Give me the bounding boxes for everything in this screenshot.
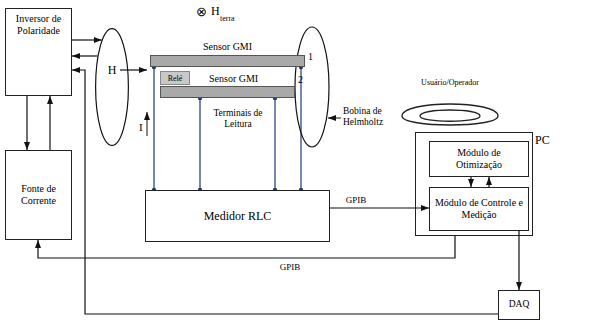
current-label: I [139, 121, 143, 134]
coil-ellipse [96, 29, 129, 146]
device-box: DAQ [498, 290, 540, 320]
field-symbol: ⊗ [196, 5, 207, 20]
node-text: DAQ [509, 299, 530, 310]
node-number: 2 [298, 74, 303, 86]
coil-label: Bobina de Helmholtz [343, 106, 407, 128]
bus-label: GPIB [345, 195, 368, 206]
pc-box: PCMódulo de OtimizaçãoMódulo de Controle… [415, 132, 533, 236]
connector-arrow [49, 96, 50, 150]
sensor-bar: Sensor GMI1 [150, 55, 305, 67]
device-box: Medidor RLC [145, 190, 330, 242]
node-text: Relé [168, 74, 183, 83]
connector-arrow [26, 96, 27, 150]
node-text: PC [535, 133, 550, 148]
node-text: Inversor de Polaridade [9, 13, 68, 37]
node-text: Módulo de Otimização [433, 147, 525, 171]
relay-box: Relé [160, 71, 190, 85]
node-text: Fonte de Corrente [9, 183, 68, 207]
leader-arrow [328, 118, 341, 119]
field-name: H [211, 5, 220, 19]
reading-wire [154, 67, 301, 190]
module-box: Módulo de Controle e Medição [429, 187, 529, 231]
bus-label: GPIB [279, 262, 302, 273]
helmholtz-coil [295, 27, 329, 147]
device-box: Inversor de Polaridade [5, 8, 72, 96]
reading-wire [200, 98, 275, 190]
device-box: Fonte de Corrente [5, 150, 72, 240]
coil-outline [95, 28, 129, 146]
connector-arrow [72, 39, 102, 40]
node-text: H [108, 63, 117, 78]
connector-arrow [488, 177, 489, 187]
terminal-label: Terminais de Leitura [205, 108, 271, 130]
node-text: Módulo de Controle e Medição [433, 197, 525, 221]
node-text: Sensor GMI [209, 73, 258, 85]
sensor-bar: Sensor GMI2 [160, 86, 295, 98]
node-text: Usuário/Operador [421, 78, 479, 87]
node-text: Medidor RLC [204, 209, 272, 223]
person-shoulders [402, 104, 498, 125]
operator-icon: Usuário/Operador [398, 78, 502, 128]
node-number: 1 [308, 51, 313, 63]
node-text: Sensor GMI [151, 41, 304, 53]
connector-arrow [518, 231, 519, 290]
field-arrow [120, 69, 147, 70]
field-subscript: terra [220, 14, 235, 23]
connector-arrow [72, 55, 98, 56]
helmholtz-coil: H [95, 28, 129, 146]
current-arrow [147, 112, 148, 136]
module-box: Módulo de Otimização [429, 141, 529, 177]
connector-arrow [470, 177, 471, 187]
